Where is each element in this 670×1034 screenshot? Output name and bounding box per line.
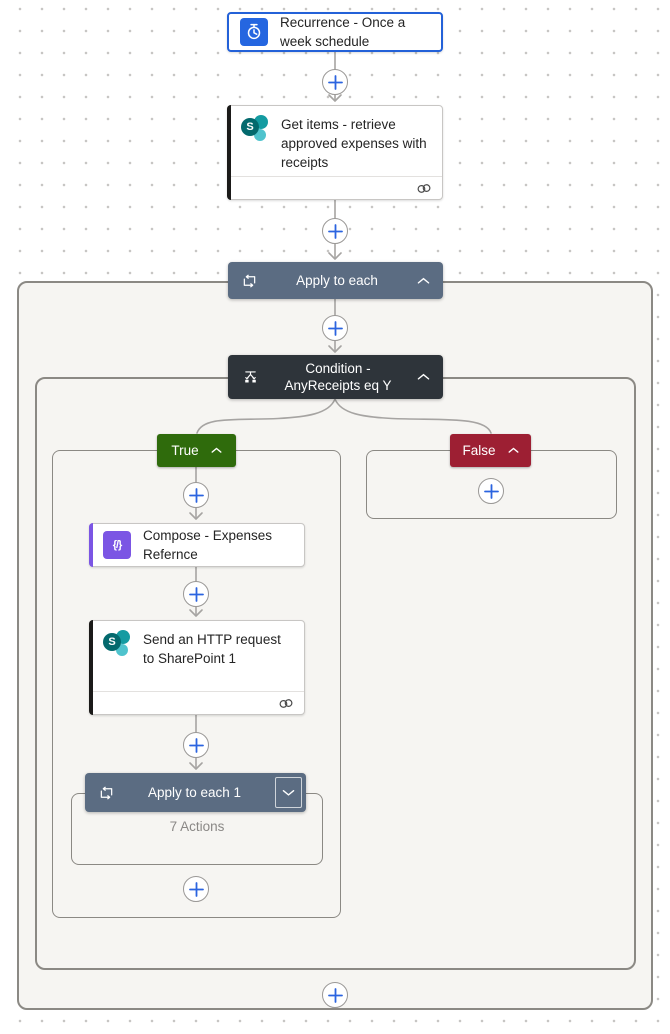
compose-action-card[interactable]: {/} Compose - Expenses Refernce [89, 523, 305, 567]
insert-step-button[interactable] [478, 478, 504, 504]
collapse-chevron-up-icon[interactable] [417, 373, 430, 381]
trigger-title: Recurrence - Once a week schedule [280, 15, 406, 49]
action-title: Get items - retrieve approved expenses w… [281, 117, 427, 170]
collapsed-actions-summary: 7 Actions [169, 819, 225, 834]
apply-to-each-header[interactable]: Apply to each [228, 262, 443, 299]
branch-label-text: False [462, 443, 496, 458]
insert-step-button[interactable] [183, 482, 209, 508]
recurrence-trigger-card[interactable]: Recurrence - Once a week schedule [227, 12, 443, 52]
insert-step-button[interactable] [322, 69, 348, 95]
expand-chevron-down-icon[interactable] [275, 777, 302, 808]
branch-label-text: True [171, 443, 199, 458]
collapse-chevron-up-icon[interactable] [211, 447, 222, 454]
insert-step-button[interactable] [183, 732, 209, 758]
condition-icon [242, 369, 259, 385]
sharepoint-icon: S [241, 115, 269, 143]
card-footer [90, 691, 304, 714]
card-accent-bar [89, 620, 93, 715]
collapse-chevron-up-icon[interactable] [508, 447, 519, 454]
scope-label: Apply to each [296, 273, 378, 288]
condition-label: Condition - AnyReceipts eq Y [284, 361, 392, 393]
card-accent-bar [227, 105, 231, 200]
http-request-action-card[interactable]: S Send an HTTP request to SharePoint 1 [89, 620, 305, 715]
collapse-chevron-up-icon[interactable] [417, 277, 430, 285]
braces-icon: {/} [103, 531, 131, 559]
sharepoint-icon: S [103, 630, 131, 658]
insert-step-button[interactable] [322, 982, 348, 1008]
card-footer [228, 176, 442, 199]
loop-icon [242, 274, 257, 288]
insert-step-button[interactable] [183, 581, 209, 607]
loop-icon [99, 786, 114, 800]
action-title: Compose - Expenses Refernce [143, 528, 273, 562]
true-branch-label[interactable]: True [157, 434, 236, 467]
action-title: Send an HTTP request to SharePoint 1 [143, 632, 281, 666]
insert-step-button[interactable] [322, 218, 348, 244]
clock-icon [240, 18, 268, 46]
get-items-action-card[interactable]: S Get items - retrieve approved expenses… [227, 105, 443, 200]
false-branch-label[interactable]: False [450, 434, 531, 467]
insert-step-button[interactable] [322, 315, 348, 341]
card-accent-bar [89, 523, 93, 567]
connection-reference-icon [417, 183, 431, 193]
condition-header[interactable]: Condition - AnyReceipts eq Y [228, 355, 443, 399]
connection-reference-icon [279, 698, 293, 708]
insert-step-button[interactable] [183, 876, 209, 902]
scope-label: Apply to each 1 [147, 785, 242, 800]
apply-to-each-1-header[interactable]: Apply to each 1 [85, 773, 306, 812]
